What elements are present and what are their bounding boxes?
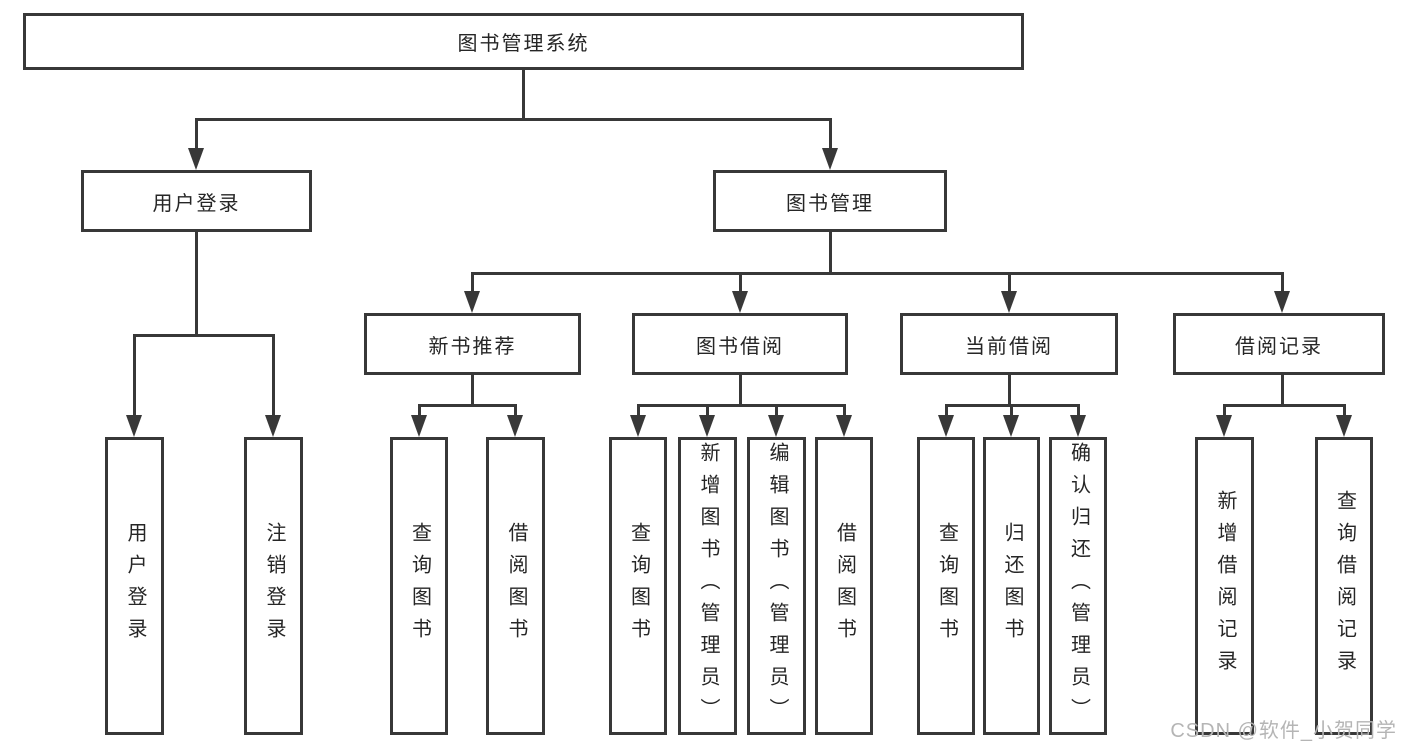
- connector-drop-line: [1076, 403, 1080, 417]
- node-label: 当前借阅: [965, 335, 1053, 358]
- connector-drop-line: [1342, 403, 1346, 417]
- connector-branch-line: [1223, 403, 1346, 407]
- connector-drop-line: [828, 117, 832, 150]
- connector-drop-line: [706, 403, 709, 417]
- node-label: 注销登录: [263, 522, 285, 650]
- leaf-query-books-current: 查询图书: [917, 437, 975, 735]
- node-label: 编辑图书（管理员）: [766, 442, 788, 730]
- leaf-user-login: 用户登录: [105, 437, 164, 735]
- csdn-watermark: CSDN @软件_小贺同学: [1170, 720, 1397, 742]
- connector-drop-line: [514, 403, 517, 417]
- connector-stem-line: [521, 70, 525, 119]
- connector-stem-line: [1280, 375, 1284, 405]
- connector-drop-line: [1223, 403, 1226, 417]
- node-label: 借阅图书: [833, 522, 856, 650]
- node-label: 查询借阅记录: [1333, 490, 1356, 682]
- connector-drop-line: [470, 271, 474, 293]
- node-label: 查询图书: [627, 522, 650, 650]
- node-label: 用户登录: [124, 522, 146, 650]
- node-label: 图书管理: [786, 192, 874, 215]
- node-book-management: 图书管理: [713, 170, 947, 232]
- leaf-query-books-recommend: 查询图书: [390, 437, 448, 735]
- leaf-confirm-return-admin: 确认归还（管理员）: [1049, 437, 1107, 735]
- connector-drop-line: [272, 333, 275, 417]
- connector-branch-line: [470, 271, 1284, 275]
- node-borrowing-records: 借阅记录: [1173, 313, 1385, 375]
- connector-drop-line: [1010, 403, 1013, 417]
- node-label: 新书推荐: [428, 335, 517, 358]
- arrow-down-icon: [821, 148, 838, 170]
- connector-drop-line: [944, 403, 948, 417]
- connector-drop-line: [775, 403, 778, 417]
- node-library-management-system: 图书管理系统: [23, 13, 1024, 70]
- arrow-down-icon: [1216, 415, 1232, 437]
- arrow-down-icon: [835, 415, 852, 437]
- node-label: 新增图书（管理员）: [697, 442, 719, 730]
- connector-drop-line: [636, 403, 640, 417]
- node-label: 查询图书: [408, 522, 431, 650]
- connector-stem-line: [828, 232, 832, 273]
- leaf-edit-book-admin: 编辑图书（管理员）: [747, 437, 806, 735]
- leaf-query-borrow-record: 查询借阅记录: [1315, 437, 1373, 735]
- arrow-down-icon: [768, 415, 784, 437]
- arrow-down-icon: [1000, 291, 1017, 313]
- leaf-return-books: 归还图书: [983, 437, 1040, 735]
- arrow-down-icon: [1273, 291, 1290, 313]
- arrow-down-icon: [1003, 415, 1019, 437]
- arrow-down-icon: [410, 415, 427, 437]
- arrow-down-icon: [126, 415, 142, 437]
- arrow-down-icon: [507, 415, 523, 437]
- connector-stem-line: [738, 375, 742, 405]
- leaf-logout: 注销登录: [244, 437, 303, 735]
- connector-branch-line: [194, 117, 832, 121]
- node-label: 借阅记录: [1235, 335, 1323, 358]
- connector-drop-line: [194, 117, 198, 150]
- node-label: 确认归还（管理员）: [1067, 442, 1090, 730]
- connector-branch-line: [133, 333, 275, 337]
- connector-branch-line: [636, 403, 846, 407]
- node-label: 图书借阅: [696, 335, 784, 358]
- node-label: 新增借阅记录: [1214, 490, 1236, 682]
- connector-drop-line: [842, 403, 846, 417]
- arrow-down-icon: [187, 148, 204, 170]
- leaf-borrow-books-recommend: 借阅图书: [486, 437, 545, 735]
- node-label: 查询图书: [935, 522, 958, 650]
- connector-stem-line: [1007, 375, 1011, 405]
- arrow-down-icon: [463, 291, 480, 313]
- leaf-borrow-books-borrowing: 借阅图书: [815, 437, 873, 735]
- connector-stem-line: [470, 375, 474, 405]
- leaf-query-books-borrowing: 查询图书: [609, 437, 667, 735]
- connector-stem-line: [194, 232, 198, 335]
- node-book-borrowing: 图书借阅: [632, 313, 848, 375]
- connector-drop-line: [417, 403, 421, 417]
- node-user-login: 用户登录: [81, 170, 312, 232]
- connector-drop-line: [133, 333, 136, 417]
- node-label: 图书管理系统: [457, 33, 590, 55]
- arrow-down-icon: [1069, 415, 1086, 437]
- connector-drop-line: [1280, 271, 1284, 293]
- arrow-down-icon: [731, 291, 748, 313]
- node-label: 借阅图书: [505, 522, 527, 650]
- node-new-book-recommend: 新书推荐: [364, 313, 581, 375]
- leaf-add-book-admin: 新增图书（管理员）: [678, 437, 737, 735]
- node-current-borrowing: 当前借阅: [900, 313, 1118, 375]
- arrow-down-icon: [1335, 415, 1352, 437]
- arrow-down-icon: [699, 415, 715, 437]
- arrow-down-icon: [629, 415, 646, 437]
- connector-branch-line: [417, 403, 517, 407]
- arrow-down-icon: [265, 415, 281, 437]
- connector-drop-line: [1007, 271, 1011, 293]
- arrow-down-icon: [937, 415, 954, 437]
- leaf-add-borrow-record: 新增借阅记录: [1195, 437, 1254, 735]
- node-label: 用户登录: [152, 192, 241, 215]
- connector-drop-line: [738, 271, 742, 293]
- node-label: 归还图书: [1001, 522, 1023, 650]
